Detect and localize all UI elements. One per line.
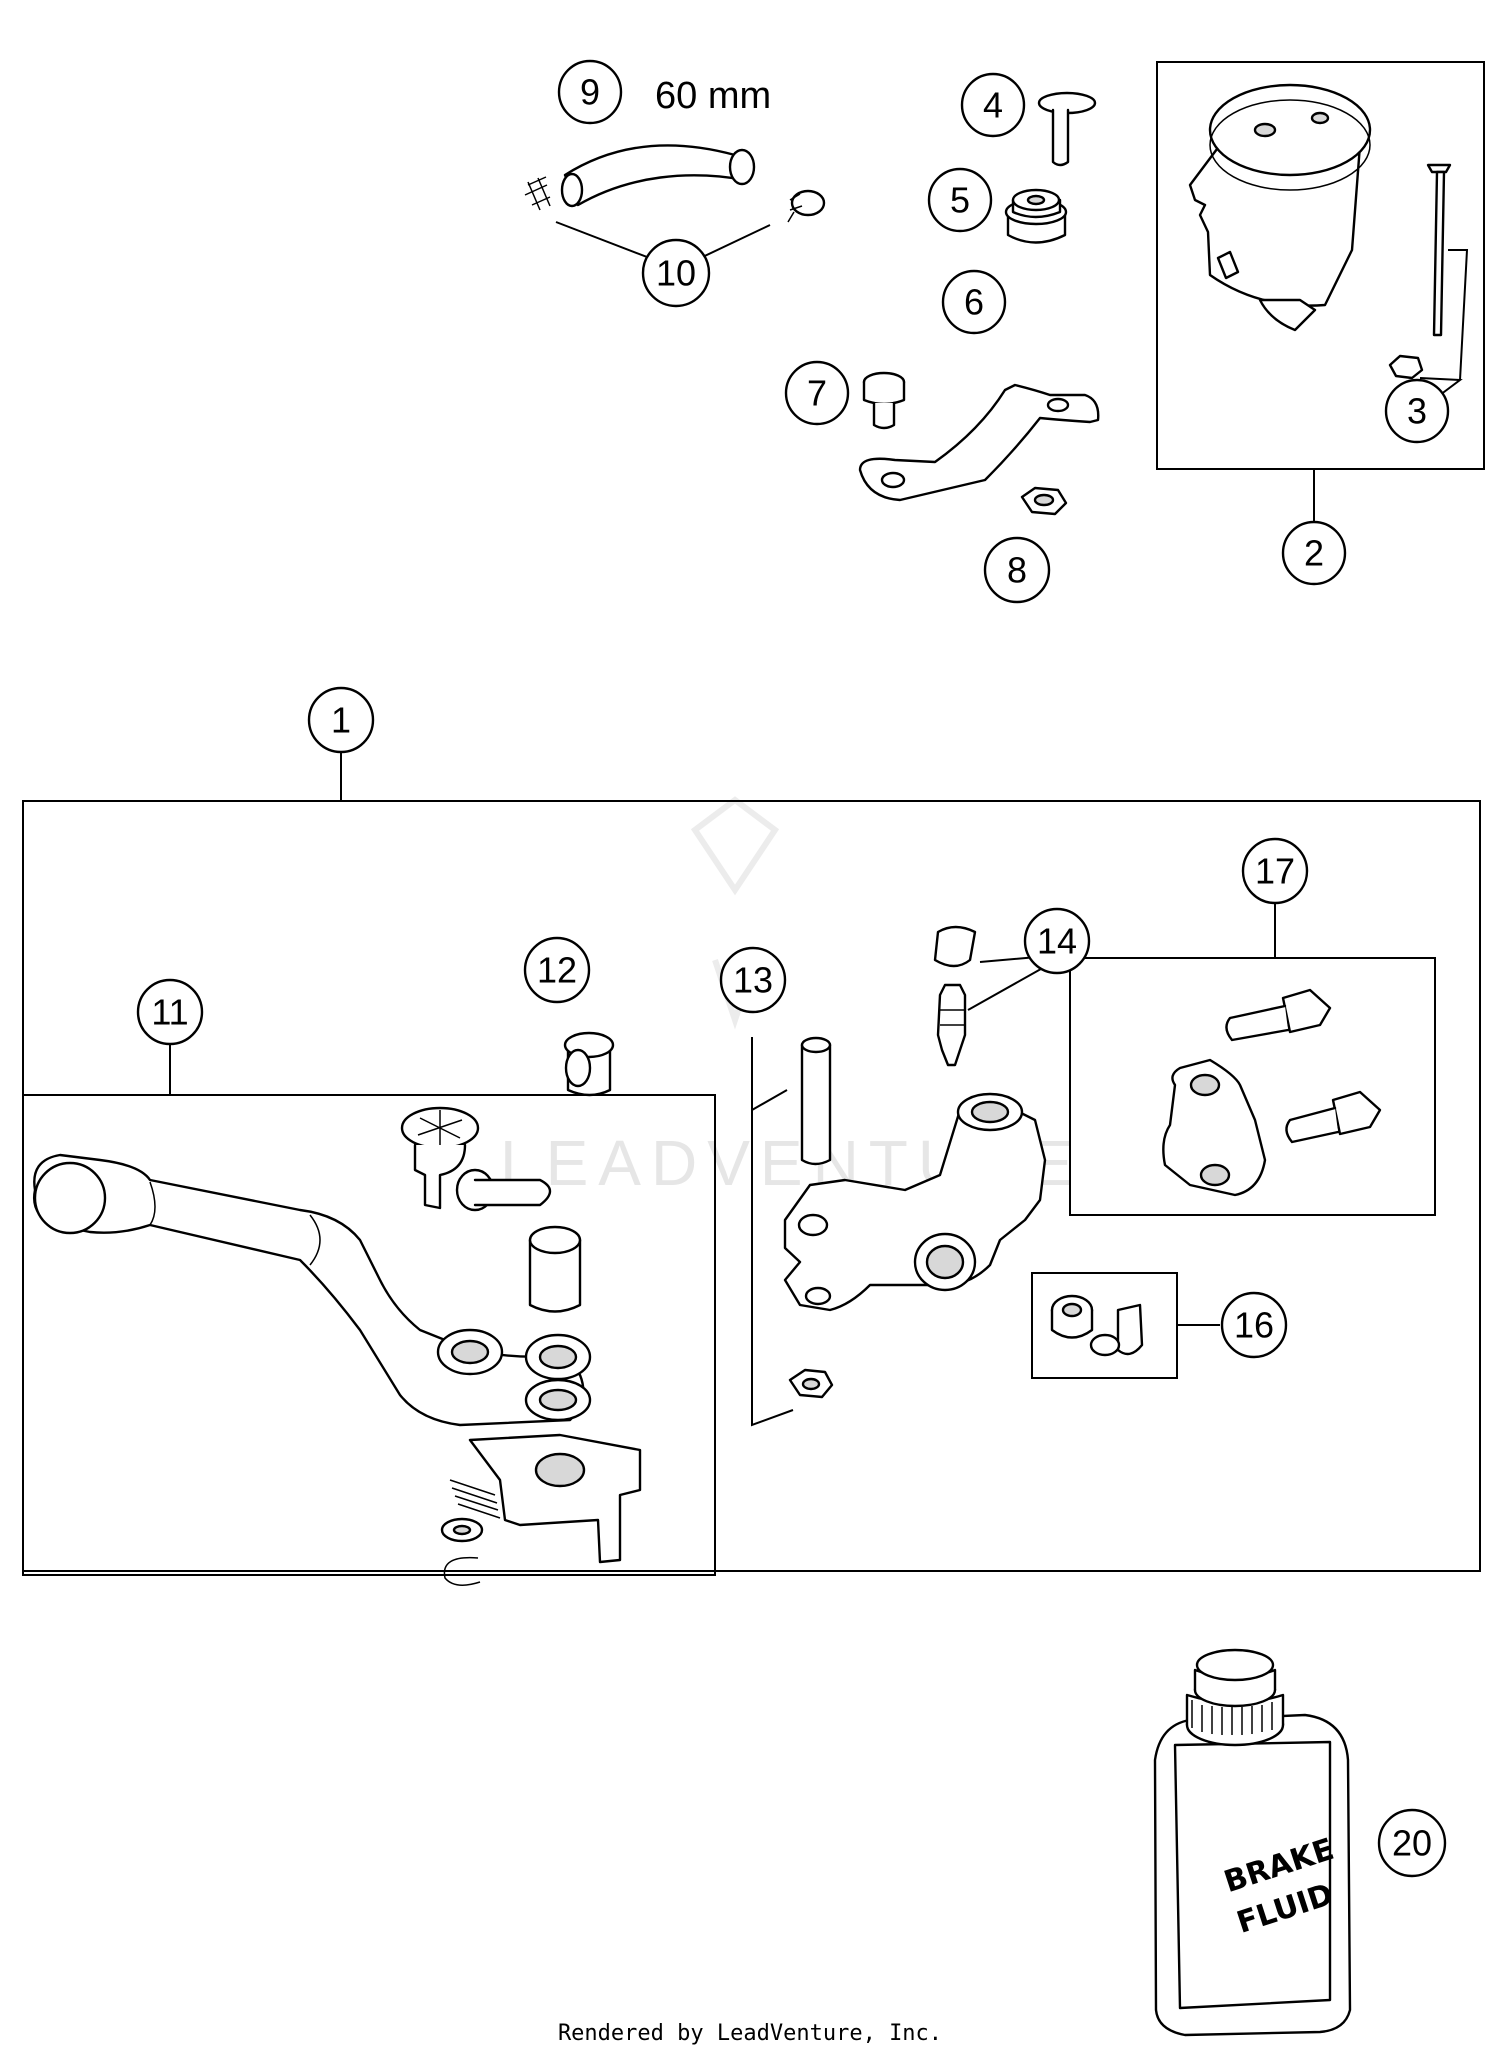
svg-text:10: 10 <box>656 253 696 294</box>
bleeder-screw <box>936 983 967 1067</box>
callout-13: 13 <box>719 946 787 1014</box>
svg-text:8: 8 <box>1007 550 1027 591</box>
callout-7: 7 <box>784 360 850 426</box>
svg-text:9: 9 <box>580 72 600 113</box>
clamp-bolt-top <box>1225 988 1332 1042</box>
footer-credit: Rendered by LeadVenture, Inc. <box>558 2021 942 2046</box>
grommet-5 <box>1004 188 1068 244</box>
svg-text:11: 11 <box>151 992 188 1033</box>
callout-16: 16 <box>1220 1291 1288 1359</box>
body-nut <box>788 1368 834 1399</box>
lever-box <box>22 1094 716 1576</box>
callout-12: 12 <box>523 936 591 1004</box>
bracket-6 <box>858 383 1100 502</box>
svg-text:5: 5 <box>950 180 970 221</box>
callout-8: 8 <box>983 536 1051 604</box>
clamp <box>1162 1058 1267 1197</box>
svg-text:13: 13 <box>733 960 773 1001</box>
hose-clamp-right <box>787 189 826 223</box>
reservoir <box>1188 83 1372 332</box>
banjo-fitting <box>1089 1303 1144 1357</box>
clamp-bolt-bottom <box>1285 1090 1382 1144</box>
bleeder-cap <box>933 925 977 968</box>
pivot-bolt <box>455 1168 552 1212</box>
callout-20: 20 <box>1377 1808 1447 1878</box>
reservoir-box <box>1156 61 1485 470</box>
svg-text:4: 4 <box>983 85 1003 126</box>
nut-8 <box>1020 486 1068 516</box>
leader-3b <box>1419 377 1463 396</box>
svg-text:17: 17 <box>1255 851 1295 892</box>
svg-text:3: 3 <box>1407 391 1427 432</box>
piston-pin <box>800 1036 832 1166</box>
reservoir-screw <box>1388 163 1452 380</box>
bushing <box>528 1225 582 1313</box>
leader-3 <box>1448 249 1469 381</box>
screw-7 <box>862 371 906 430</box>
callout-9: 9 <box>557 59 623 125</box>
svg-text:12: 12 <box>537 950 577 991</box>
spring <box>449 1479 501 1519</box>
callout-2: 2 <box>1281 520 1347 586</box>
svg-text:6: 6 <box>964 282 984 323</box>
callout-6: 6 <box>941 269 1007 335</box>
callout-1: 1 <box>307 686 375 754</box>
master-cylinder-body <box>783 1092 1047 1312</box>
adjuster-knob <box>400 1106 480 1210</box>
svg-text:1: 1 <box>331 700 351 741</box>
svg-text:2: 2 <box>1304 533 1324 574</box>
callout-11: 11 <box>136 978 204 1046</box>
seal <box>1050 1294 1094 1339</box>
callout-10: 10 <box>641 238 711 308</box>
clamp-box <box>1069 957 1436 1216</box>
washer <box>440 1517 484 1543</box>
callout-3: 3 <box>1384 378 1450 444</box>
leader-13 <box>751 1037 794 1427</box>
lever-adjuster-block <box>468 1433 642 1564</box>
svg-text:20: 20 <box>1392 1823 1432 1864</box>
dust-cap <box>563 1031 615 1097</box>
callout-17: 17 <box>1241 837 1309 905</box>
brake-fluid-bottle: BRAKE FLUID <box>1153 1648 1352 2037</box>
callout-4: 4 <box>960 72 1026 138</box>
callout-5: 5 <box>927 167 993 233</box>
screw-4 <box>1037 91 1097 167</box>
svg-text:16: 16 <box>1234 1305 1274 1346</box>
svg-text:14: 14 <box>1037 921 1077 962</box>
circlip <box>443 1556 481 1586</box>
callout-14: 14 <box>1023 907 1091 975</box>
hose-length-label: 60 mm <box>655 75 771 117</box>
hose-group: 60 mm <box>560 75 771 208</box>
brake-lever <box>33 1153 592 1427</box>
hose-clamp-left <box>524 176 551 211</box>
svg-text:7: 7 <box>807 373 827 414</box>
